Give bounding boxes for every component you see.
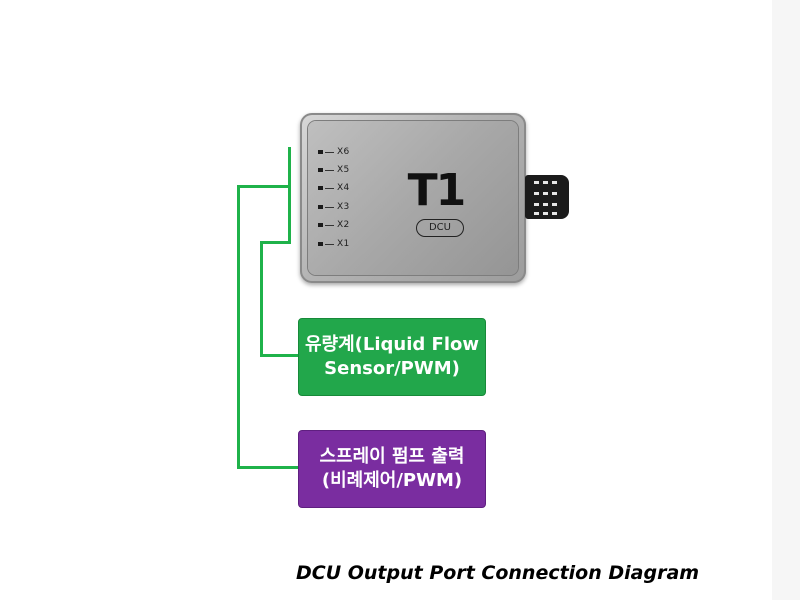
diagram-caption: DCU Output Port Connection Diagram: [296, 562, 700, 584]
port-label: X6: [337, 147, 350, 157]
flow-wire-bottom: [260, 354, 298, 357]
port-label: X2: [337, 220, 350, 230]
port-x4: X4: [318, 182, 350, 194]
port-pin-icon: [318, 186, 323, 190]
port-pin-icon: [318, 150, 323, 154]
spray-wire-top: [237, 185, 291, 188]
port-label: X1: [337, 239, 350, 249]
port-x2: X2: [318, 219, 350, 231]
flow-wire-vertical: [260, 241, 263, 357]
port-pin-icon: [318, 223, 323, 227]
bracket-wire-vertical: [288, 147, 291, 244]
spray-pump-label-line1: 스프레이 펌프 출력: [319, 446, 465, 467]
flow-sensor-box: 유량계(Liquid Flow Sensor/PWM): [298, 318, 486, 396]
spray-pump-label-line2: (비례제어/PWM): [321, 470, 463, 491]
port-x1: X1: [318, 238, 350, 250]
port-x6: X6: [318, 146, 350, 158]
device-badge: DCU: [416, 219, 464, 237]
flow-sensor-label-line2: Sensor/PWM): [324, 358, 460, 379]
device-face: X6 X5 X4 X3 X2: [308, 121, 518, 275]
spray-wire-vertical: [237, 185, 240, 469]
port-label: X4: [337, 183, 350, 193]
port-pin-icon: [318, 242, 323, 246]
background-strip: [772, 0, 800, 600]
port-x5: X5: [318, 164, 350, 176]
spray-wire-bottom: [237, 466, 298, 469]
connector-plug-icon: [525, 175, 569, 219]
port-pin-icon: [318, 168, 323, 172]
port-pin-icon: [318, 205, 323, 209]
dcu-device: X6 X5 X4 X3 X2: [300, 113, 526, 283]
port-x3: X3: [318, 201, 350, 213]
port-label: X3: [337, 202, 350, 212]
port-label: X5: [337, 165, 350, 175]
spray-pump-box: 스프레이 펌프 출력 (비례제어/PWM): [298, 430, 486, 508]
flow-sensor-label-line1: 유량계(Liquid Flow: [304, 334, 480, 355]
device-model-logo: T1: [407, 165, 467, 216]
flow-wire-top: [260, 241, 291, 244]
